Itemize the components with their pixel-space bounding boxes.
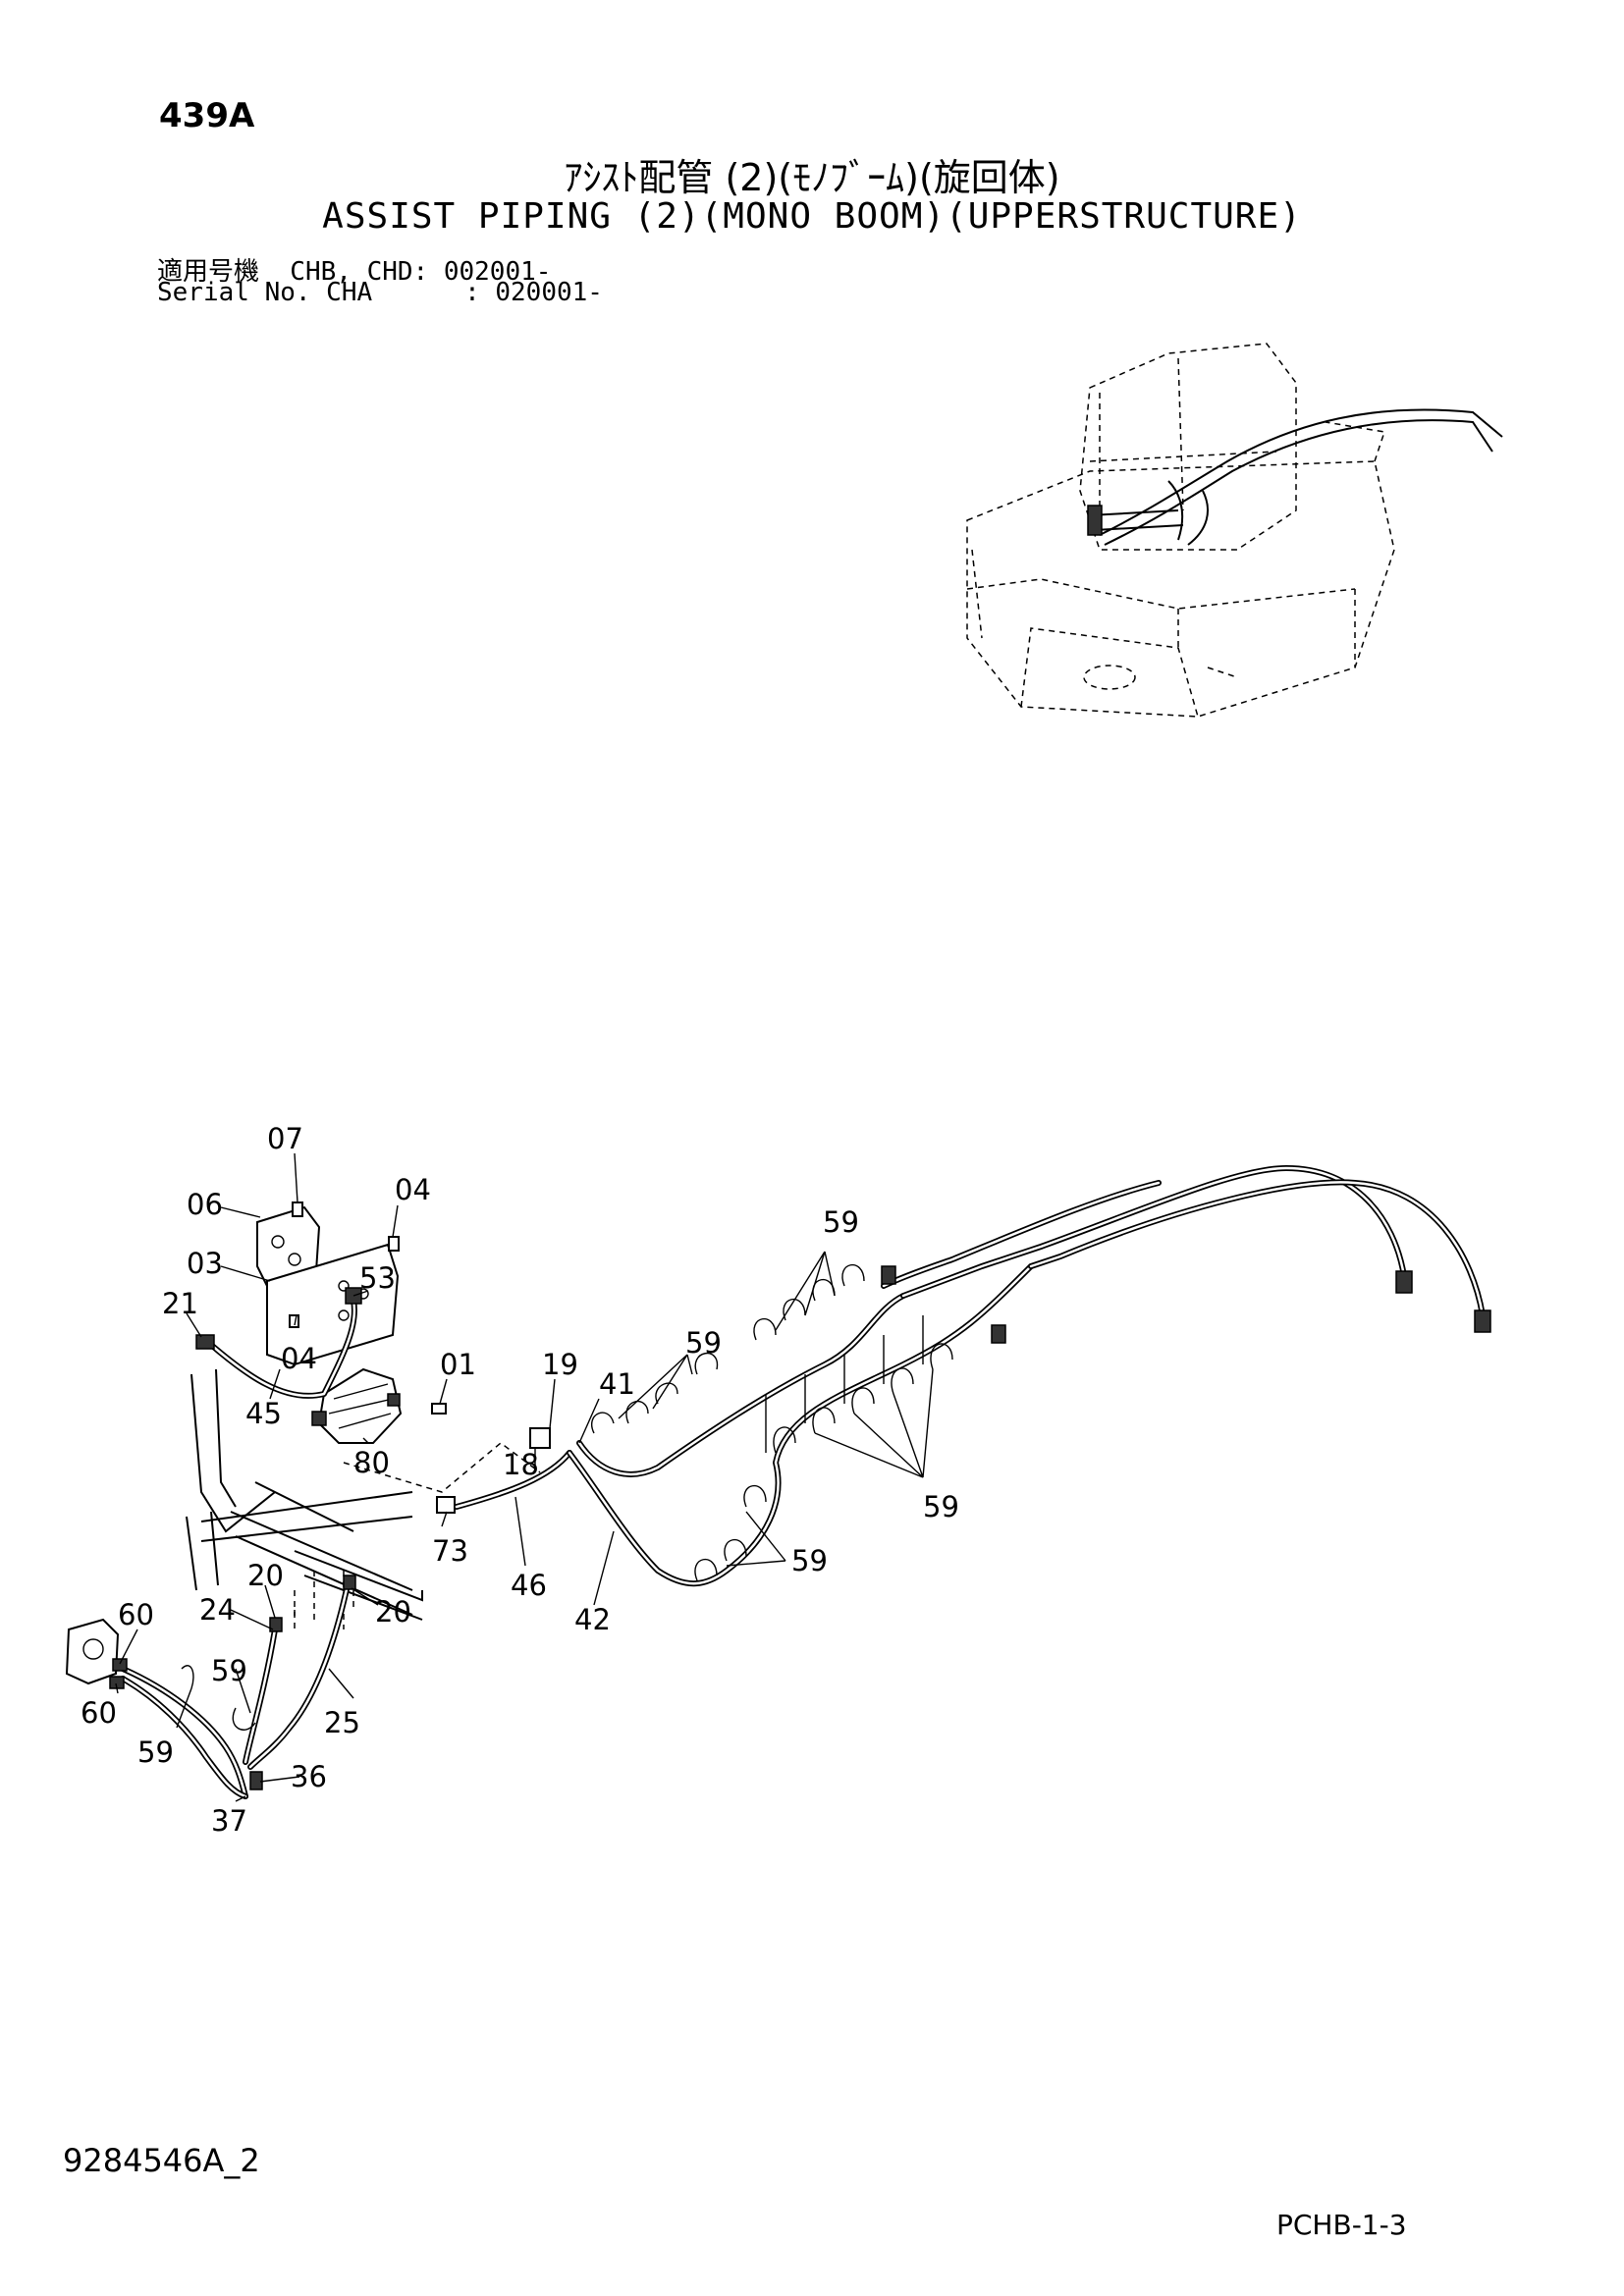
callout-37: 37 [211, 1804, 247, 1838]
callout-20-left: 20 [247, 1559, 284, 1592]
title-japanese: ｱｼｽﾄ配管 (2)(ﾓﾉﾌﾞｰﾑ)(旋回体) [564, 156, 1060, 199]
document-code: 9284546A_2 [63, 2142, 260, 2179]
lower-hoses [65, 1575, 356, 1799]
callout-60-top: 60 [118, 1598, 154, 1631]
callout-42: 42 [574, 1603, 611, 1636]
callout-20-right: 20 [375, 1595, 411, 1629]
bolt-04b [289, 1314, 299, 1328]
fitting-73 [436, 1496, 456, 1514]
title-english: ASSIST PIPING (2)(MONO BOOM)(UPPERSTRUCT… [322, 196, 1302, 237]
fitting-20a [269, 1617, 283, 1632]
hose-end-2 [1474, 1309, 1491, 1333]
callout-24: 24 [199, 1593, 236, 1627]
callout-46: 46 [511, 1569, 547, 1602]
overview-hose-2 [1104, 419, 1493, 546]
leader-lines [115, 1152, 934, 1802]
callout-80: 80 [353, 1446, 390, 1479]
hose-runs [454, 1164, 1491, 1587]
hose-end-1 [1395, 1270, 1413, 1294]
callout-07: 07 [267, 1122, 303, 1155]
callout-53: 53 [359, 1261, 396, 1295]
callout-19: 19 [542, 1348, 578, 1381]
serial-line-1: 適用号機 CHB, CHD: 002001- [157, 257, 552, 287]
hose-42 [567, 1263, 1034, 1587]
callout-01: 01 [440, 1348, 476, 1381]
overview-cab [1079, 343, 1297, 551]
valve-assembly [195, 1287, 447, 1444]
callout-41: 41 [599, 1367, 635, 1401]
fitting-60a [112, 1658, 128, 1672]
callout-04-lower: 04 [281, 1342, 317, 1375]
callout-45: 45 [245, 1397, 282, 1430]
bolt-04 [388, 1236, 400, 1252]
callout-03: 03 [187, 1247, 223, 1280]
callout-18: 18 [503, 1448, 539, 1481]
callout-21: 21 [162, 1287, 198, 1320]
hose-clamps-59 [591, 1264, 953, 1581]
callout-25: 25 [324, 1706, 360, 1739]
callout-59-mid: 59 [685, 1326, 722, 1360]
page-code: PCHB-1-3 [1276, 2209, 1407, 2241]
callout-73: 73 [432, 1534, 468, 1568]
pipe-manifold [186, 1368, 551, 1629]
fitting-20b [343, 1575, 356, 1590]
overview-hose-1 [1099, 408, 1503, 536]
callout-60-bottom: 60 [81, 1696, 117, 1730]
overview-valve [1087, 505, 1103, 536]
page-id: 439A [159, 96, 255, 135]
callout-59-bottom: 59 [137, 1735, 174, 1769]
fitting-36 [249, 1771, 263, 1790]
callout-36: 36 [291, 1760, 327, 1793]
callout-59-left: 59 [211, 1654, 247, 1687]
machine-overview [966, 343, 1503, 718]
callout-59-lower: 59 [791, 1544, 828, 1577]
callout-59-top: 59 [823, 1205, 859, 1239]
serial-line-2: Serial No. CHA : 020001- [157, 278, 603, 307]
callout-06: 06 [187, 1188, 223, 1221]
pilot-valve [65, 1618, 120, 1685]
callouts: 07 06 04 03 53 21 04 01 45 80 19 41 18 7… [81, 1122, 959, 1838]
callout-04-upper: 04 [395, 1173, 431, 1206]
fitting-01 [431, 1403, 447, 1415]
bracket-assembly [256, 1201, 400, 1366]
callout-59-right: 59 [923, 1490, 959, 1523]
bolt-07 [292, 1201, 303, 1217]
fitting-21 [195, 1334, 215, 1350]
fitting-19 [529, 1427, 551, 1449]
